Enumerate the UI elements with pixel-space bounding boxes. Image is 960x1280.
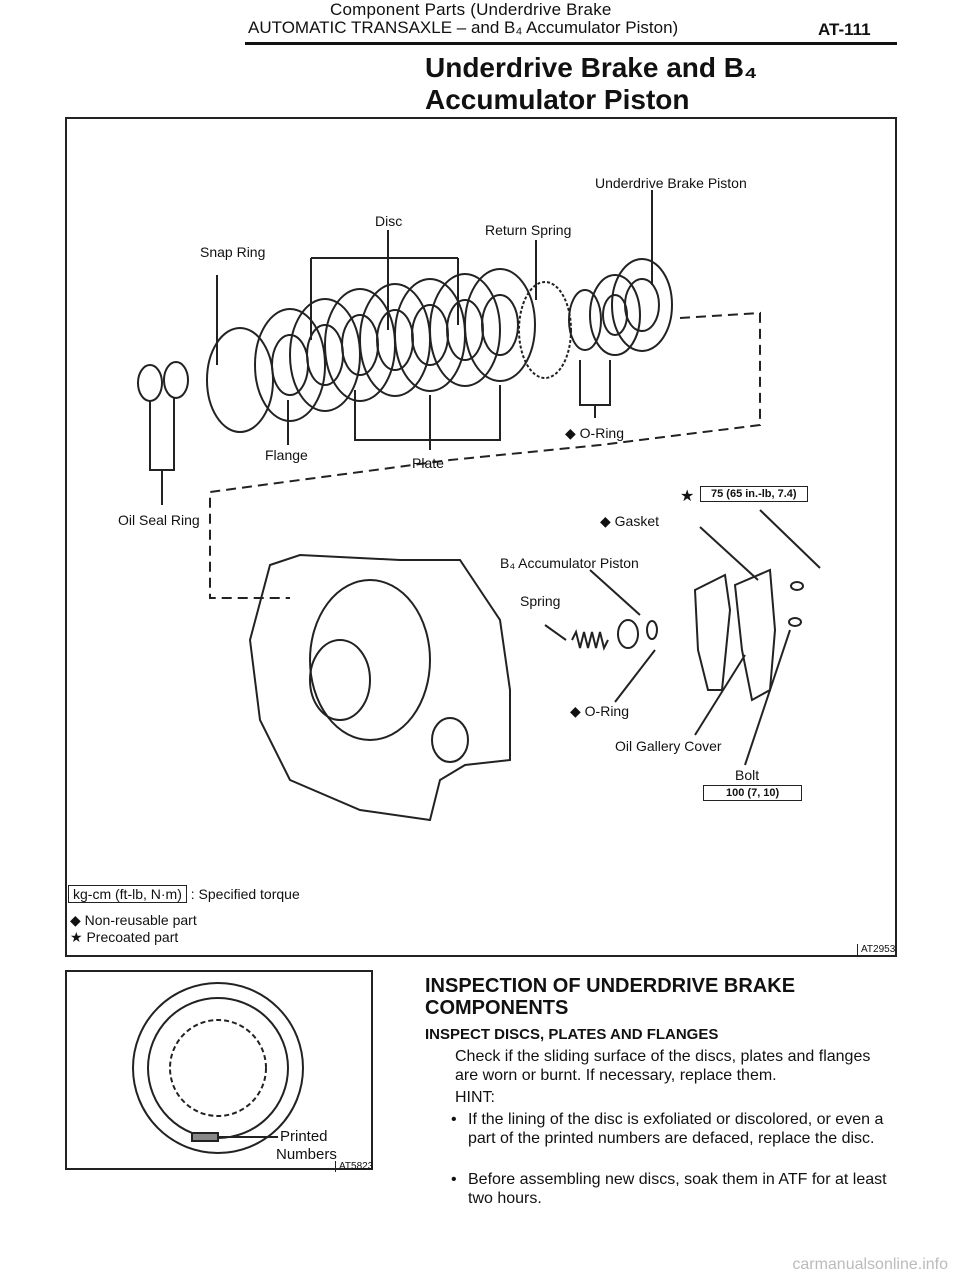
- hint-bullet-text: If the lining of the disc is exfoliated …: [468, 1111, 884, 1147]
- label-snap-ring: Snap Ring: [200, 244, 266, 260]
- hint-label: HINT:: [455, 1089, 495, 1106]
- hint-bullet-text: Before assembling new discs, soak them i…: [468, 1171, 887, 1207]
- header-line1: Component Parts (Underdrive Brake: [330, 0, 612, 19]
- hint-bullet: • If the lining of the disc is exfoliate…: [451, 1110, 898, 1148]
- section-heading: INSPECTION OF UNDERDRIVE BRAKE COMPONENT…: [425, 975, 855, 1019]
- label-return-spring: Return Spring: [485, 222, 572, 238]
- legend-non-reusable: ◆ Non-reusable part: [70, 912, 197, 928]
- transaxle-case: [248, 553, 511, 822]
- section-heading-line1: INSPECTION OF UNDERDRIVE BRAKE: [425, 975, 796, 997]
- legend-torque: kg-cm (ft-lb, N·m) : Specified torque: [68, 885, 300, 903]
- bullet-icon: •: [451, 1111, 457, 1128]
- section-paragraph: Check if the sliding surface of the disc…: [455, 1048, 871, 1084]
- hint-bullet: • Before assembling new discs, soak them…: [451, 1170, 898, 1208]
- label-underdrive-brake-piston: Underdrive Brake Piston: [595, 175, 747, 191]
- title-line1: Underdrive Brake and B₄: [425, 52, 758, 83]
- label-b4-accumulator-piston: B₄ Accumulator Piston: [500, 555, 639, 571]
- legend-precoated: ★ Precoated part: [70, 929, 179, 945]
- label-spring: Spring: [520, 593, 561, 609]
- label-oil-gallery-cover: Oil Gallery Cover: [615, 738, 722, 754]
- page-number: AT-111: [818, 20, 871, 39]
- section-subheading: INSPECT DISCS, PLATES AND FLANGES: [425, 1026, 719, 1043]
- legend-torque-unit: kg-cm (ft-lb, N·m): [68, 885, 187, 903]
- title-line2: Accumulator Piston: [425, 84, 690, 115]
- small-figure-id: AT5823: [335, 1161, 373, 1172]
- label-numbers: Numbers: [276, 1146, 337, 1163]
- legend-torque-desc: : Specified torque: [190, 886, 300, 902]
- oil-seal-ring-right: [163, 361, 189, 399]
- label-disc: Disc: [375, 213, 403, 229]
- label-o-ring-lower: ◆ O-Ring: [570, 703, 630, 719]
- underdrive-brake-piston: [611, 258, 673, 352]
- label-plate: Plate: [412, 455, 444, 471]
- exploded-view-figure: [65, 117, 897, 957]
- page-title: Underdrive Brake and B₄ Accumulator Pist…: [425, 52, 757, 116]
- label-flange: Flange: [265, 447, 308, 463]
- section-heading-line2: COMPONENTS: [425, 997, 569, 1019]
- figure-id: AT2953: [857, 944, 895, 955]
- header-section-title: AUTOMATIC TRANSAXLE – and B₄ Accumulator…: [248, 18, 679, 37]
- precoated-star-icon: ★: [680, 488, 695, 505]
- header-rule: [245, 42, 897, 45]
- label-bolt: Bolt: [735, 767, 760, 783]
- torque-box-upper: 75 (65 in.-lb, 7.4): [700, 486, 808, 502]
- label-o-ring-upper: ◆ O-Ring: [565, 425, 625, 441]
- label-printed: Printed: [280, 1128, 328, 1145]
- accumulator-piston: [617, 619, 639, 649]
- return-spring: [518, 281, 572, 379]
- disc-inspection-figure: [65, 970, 373, 1170]
- watermark: carmanualsonline.info: [792, 1256, 948, 1273]
- accumulator-spring: [571, 629, 609, 651]
- bullet-icon: •: [451, 1171, 457, 1188]
- label-oil-seal-ring: Oil Seal Ring: [118, 512, 200, 528]
- label-gasket: ◆ Gasket: [600, 513, 660, 529]
- snap-ring: [206, 327, 274, 433]
- torque-box-lower: 100 (7, 10): [703, 785, 803, 801]
